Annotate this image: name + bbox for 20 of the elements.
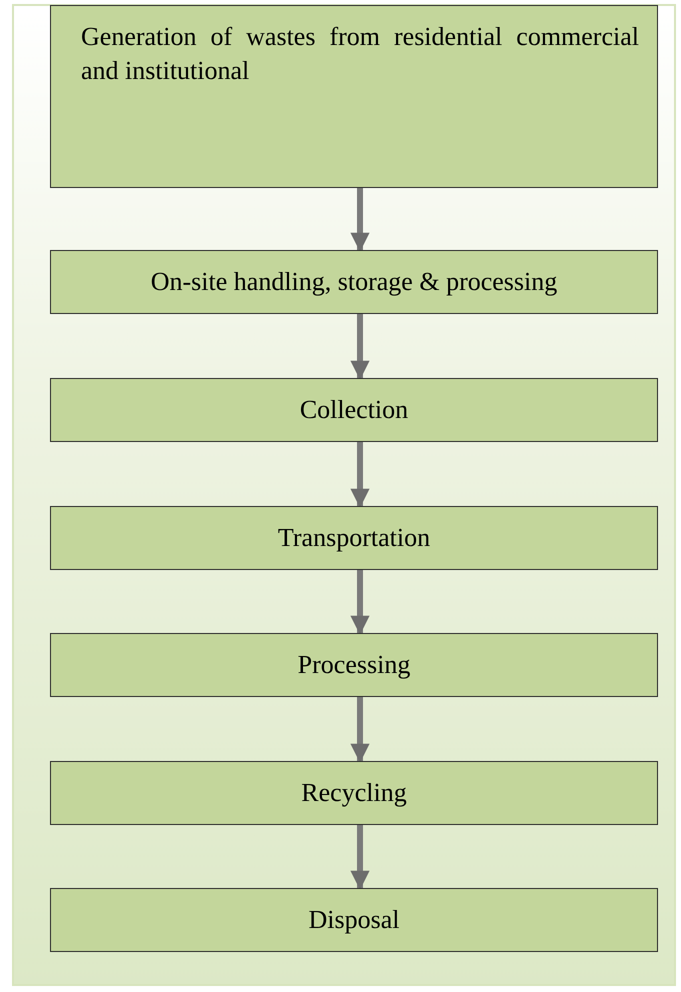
- arrow: [350, 697, 370, 763]
- process-box: [50, 378, 658, 442]
- process-box: [50, 761, 658, 825]
- step-text: Processing: [298, 650, 410, 680]
- process-box: [50, 888, 658, 952]
- step-text: Collection: [300, 395, 408, 425]
- arrow: [350, 442, 370, 508]
- arrow: [350, 825, 370, 890]
- step-text: Disposal: [308, 905, 400, 935]
- step-text: Generation of wastes from residential commercial and institutional: [81, 21, 639, 87]
- process-box: [50, 506, 658, 570]
- process-box: [50, 5, 658, 188]
- process-box: [50, 633, 658, 697]
- arrow: [350, 314, 370, 380]
- step-text: On-site handling, storage & processing: [150, 267, 558, 297]
- process-box: [50, 250, 658, 314]
- step-text: Recycling: [301, 778, 407, 808]
- arrow: [350, 570, 370, 635]
- arrow: [350, 188, 370, 252]
- step-text: Transportation: [278, 523, 430, 553]
